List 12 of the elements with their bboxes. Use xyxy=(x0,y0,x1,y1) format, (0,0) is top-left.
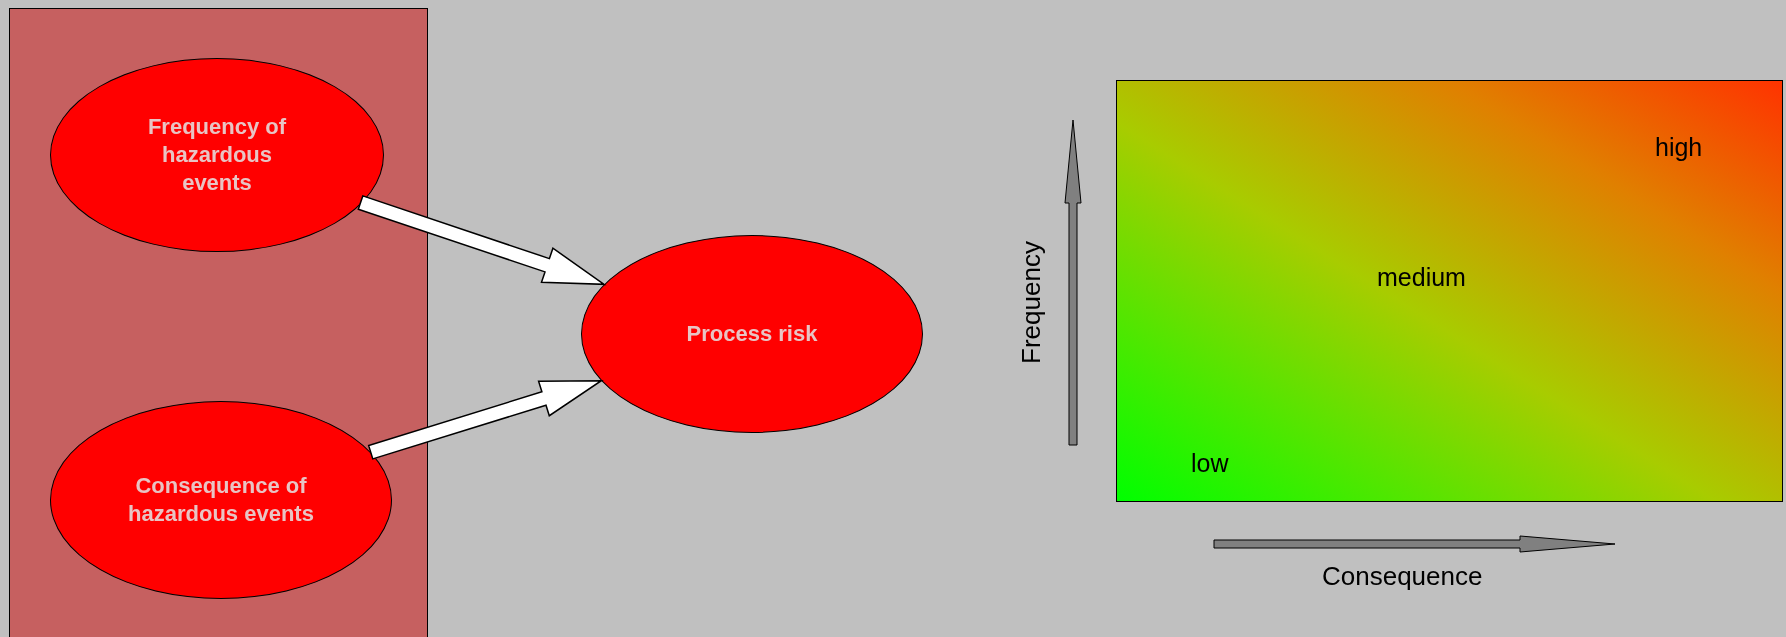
axis-label: Consequence xyxy=(1322,560,1483,592)
node-label: Frequency of hazardous events xyxy=(146,113,288,197)
axis-label: Frequency xyxy=(1015,240,1047,364)
risk-matrix xyxy=(1116,80,1783,502)
node-label: Process risk xyxy=(686,320,818,348)
arrow xyxy=(367,379,604,460)
group-band xyxy=(9,8,428,637)
node-label: Consequence of hazardous events xyxy=(127,472,315,528)
risk-level-label: high xyxy=(1655,133,1703,162)
arrow xyxy=(357,194,607,286)
risk-level-label: medium xyxy=(1377,263,1466,292)
risk-level-label: low xyxy=(1191,449,1229,478)
